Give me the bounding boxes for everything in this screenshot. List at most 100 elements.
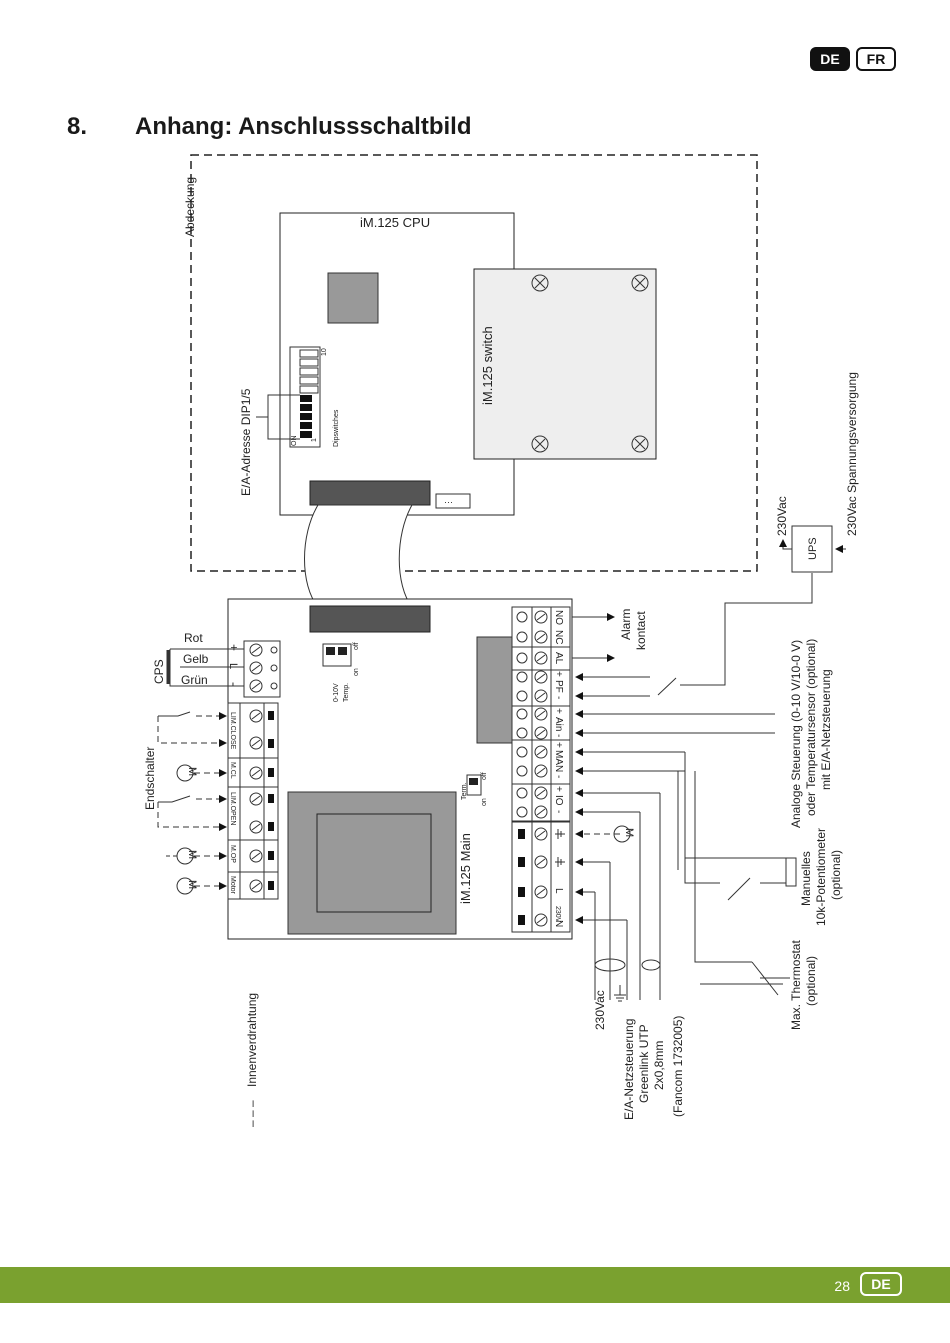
motor-icon xyxy=(176,764,194,895)
analog-label-2: oder Temperatursensor (optional) xyxy=(804,639,818,816)
svg-text:off: off xyxy=(481,772,488,780)
term-man-minus: - xyxy=(553,775,564,778)
signal-block-dividers xyxy=(512,607,570,821)
ground-icon xyxy=(555,829,565,867)
cpu-title: iM.125 CPU xyxy=(360,215,430,230)
power-terminal-pins xyxy=(518,829,525,925)
thermostat-label-2: (optional) xyxy=(804,956,818,1006)
term-ain-minus: - xyxy=(553,734,564,737)
inner-wiring-dash: – – – xyxy=(245,1100,259,1127)
svg-text:off: off xyxy=(353,642,360,650)
poti-label-1: Manuelles xyxy=(799,851,813,906)
ups-label: UPS xyxy=(807,537,819,560)
ribbon-cable xyxy=(304,504,414,608)
dip-address-bracket xyxy=(256,394,300,440)
motor-symbol-1: M xyxy=(186,767,198,776)
term-io-minus: - xyxy=(553,810,564,813)
dip-last-label: 10 xyxy=(321,348,328,356)
footer-lang-badge: DE xyxy=(860,1272,902,1296)
small-header xyxy=(435,493,471,509)
motor-terminals xyxy=(249,709,263,893)
term-man-label: MAN xyxy=(553,750,564,772)
m-cl-label: M.CL xyxy=(229,762,236,779)
dip-on-label: ON xyxy=(291,436,298,447)
signal-terminals xyxy=(516,610,548,819)
limit-switch-wiring xyxy=(157,711,227,890)
motor-symbol-3: M xyxy=(186,880,198,889)
cps-wire-green: Grün xyxy=(181,673,208,687)
section-title: Anhang: Anschlussschaltbild xyxy=(135,113,472,140)
term-man-plus: + xyxy=(553,742,564,748)
term-n-label: N xyxy=(553,920,564,927)
dip-switches xyxy=(299,349,319,438)
poti-label-3: (optional) xyxy=(829,850,843,900)
small-header-pins: ··· xyxy=(444,497,453,507)
section-number: 8. xyxy=(67,113,88,140)
limit-switch-label: Endschalter xyxy=(143,747,157,810)
term-l-label: L xyxy=(553,888,564,894)
cover-outline xyxy=(190,154,758,572)
svg-text:Temp.: Temp. xyxy=(343,683,350,702)
potentiometer xyxy=(785,857,797,887)
cps-l: L xyxy=(227,663,239,669)
main-title: iM.125 Main xyxy=(458,833,473,904)
m-op-label: M.OP xyxy=(229,845,236,863)
dip-address-label: E/A-Adresse DIP1/5 xyxy=(239,388,253,496)
motor-block-dividers xyxy=(228,703,278,899)
dip-first-label: 1 xyxy=(311,438,318,442)
lang-de-button[interactable]: DE xyxy=(810,47,850,71)
wiring-diagram: Abdeckung iM.125 CPU iM.125 switch ON 1 … xyxy=(143,154,859,1127)
svg-text:Term.: Term. xyxy=(461,782,468,800)
term-nc-label: NC xyxy=(553,630,564,644)
cps-wire-red: Rot xyxy=(184,631,203,645)
section-heading: 8. Anhang: Anschlussschaltbild xyxy=(67,113,471,141)
cps-plus: + xyxy=(227,644,241,651)
footer-bar: 28 DE xyxy=(0,1267,950,1303)
ups-box xyxy=(791,525,833,573)
alarm-label-1: Alarm xyxy=(619,609,633,640)
page-number: 28 xyxy=(834,1278,850,1294)
network-label-4: (Fancom 1732005) xyxy=(671,1016,685,1117)
ups-out-arrow xyxy=(779,539,792,550)
ups-out-label: 230Vac xyxy=(775,496,789,536)
main-relay xyxy=(476,636,513,744)
lim-close-label: LIM.CLOSE xyxy=(229,712,236,750)
cps-wires xyxy=(169,648,244,687)
term-no-label: NO xyxy=(553,610,564,625)
main-connector xyxy=(309,605,431,633)
ground-symbol xyxy=(614,985,626,1002)
term-io-plus: + xyxy=(553,786,564,792)
term-ain-plus: + xyxy=(553,708,564,714)
m-symbol-pump: M xyxy=(623,828,635,837)
motor-symbol-2: M xyxy=(186,850,198,859)
lang-fr-button[interactable]: FR xyxy=(856,47,896,71)
right-wiring xyxy=(572,573,813,1000)
cps-wire-yellow: Gelb xyxy=(183,652,209,666)
mount-screws xyxy=(531,274,649,453)
term-230v-label: 230V xyxy=(554,906,561,923)
network-label-3: 2x0,8mm xyxy=(652,1041,666,1090)
switch-title: iM.125 switch xyxy=(480,326,495,405)
power-block-dividers xyxy=(531,822,552,932)
alarm-label-2: kontact xyxy=(634,611,648,650)
inner-wiring-label: Innenverdrahtung xyxy=(245,993,259,1087)
motor-terminal-pins xyxy=(268,711,274,890)
network-label-1: E/A-Netzsteuerung xyxy=(622,1019,636,1120)
dip-label: Dipswitches xyxy=(333,409,340,447)
term-pf-label: PF xyxy=(553,680,564,693)
network-label-2: Greenlink UTP xyxy=(637,1024,651,1103)
cpu-chip xyxy=(327,272,379,324)
poti-label-2: 10k-Potentiometer xyxy=(814,828,828,926)
temp-jumper: 0-10V Temp. on off xyxy=(322,642,360,702)
transformer-core xyxy=(316,813,432,913)
svg-text:on: on xyxy=(353,668,360,676)
language-switch: DE FR xyxy=(810,47,896,71)
cpu-connector xyxy=(309,480,431,506)
power-terminals xyxy=(534,827,548,927)
cps-label: CPS xyxy=(152,659,166,684)
cover-label: Abdeckung xyxy=(183,177,197,237)
motor-label: Motor xyxy=(229,876,236,895)
term-pf-plus: + xyxy=(553,671,564,677)
term-al-label: AL xyxy=(553,652,564,665)
switch-board xyxy=(473,268,657,460)
